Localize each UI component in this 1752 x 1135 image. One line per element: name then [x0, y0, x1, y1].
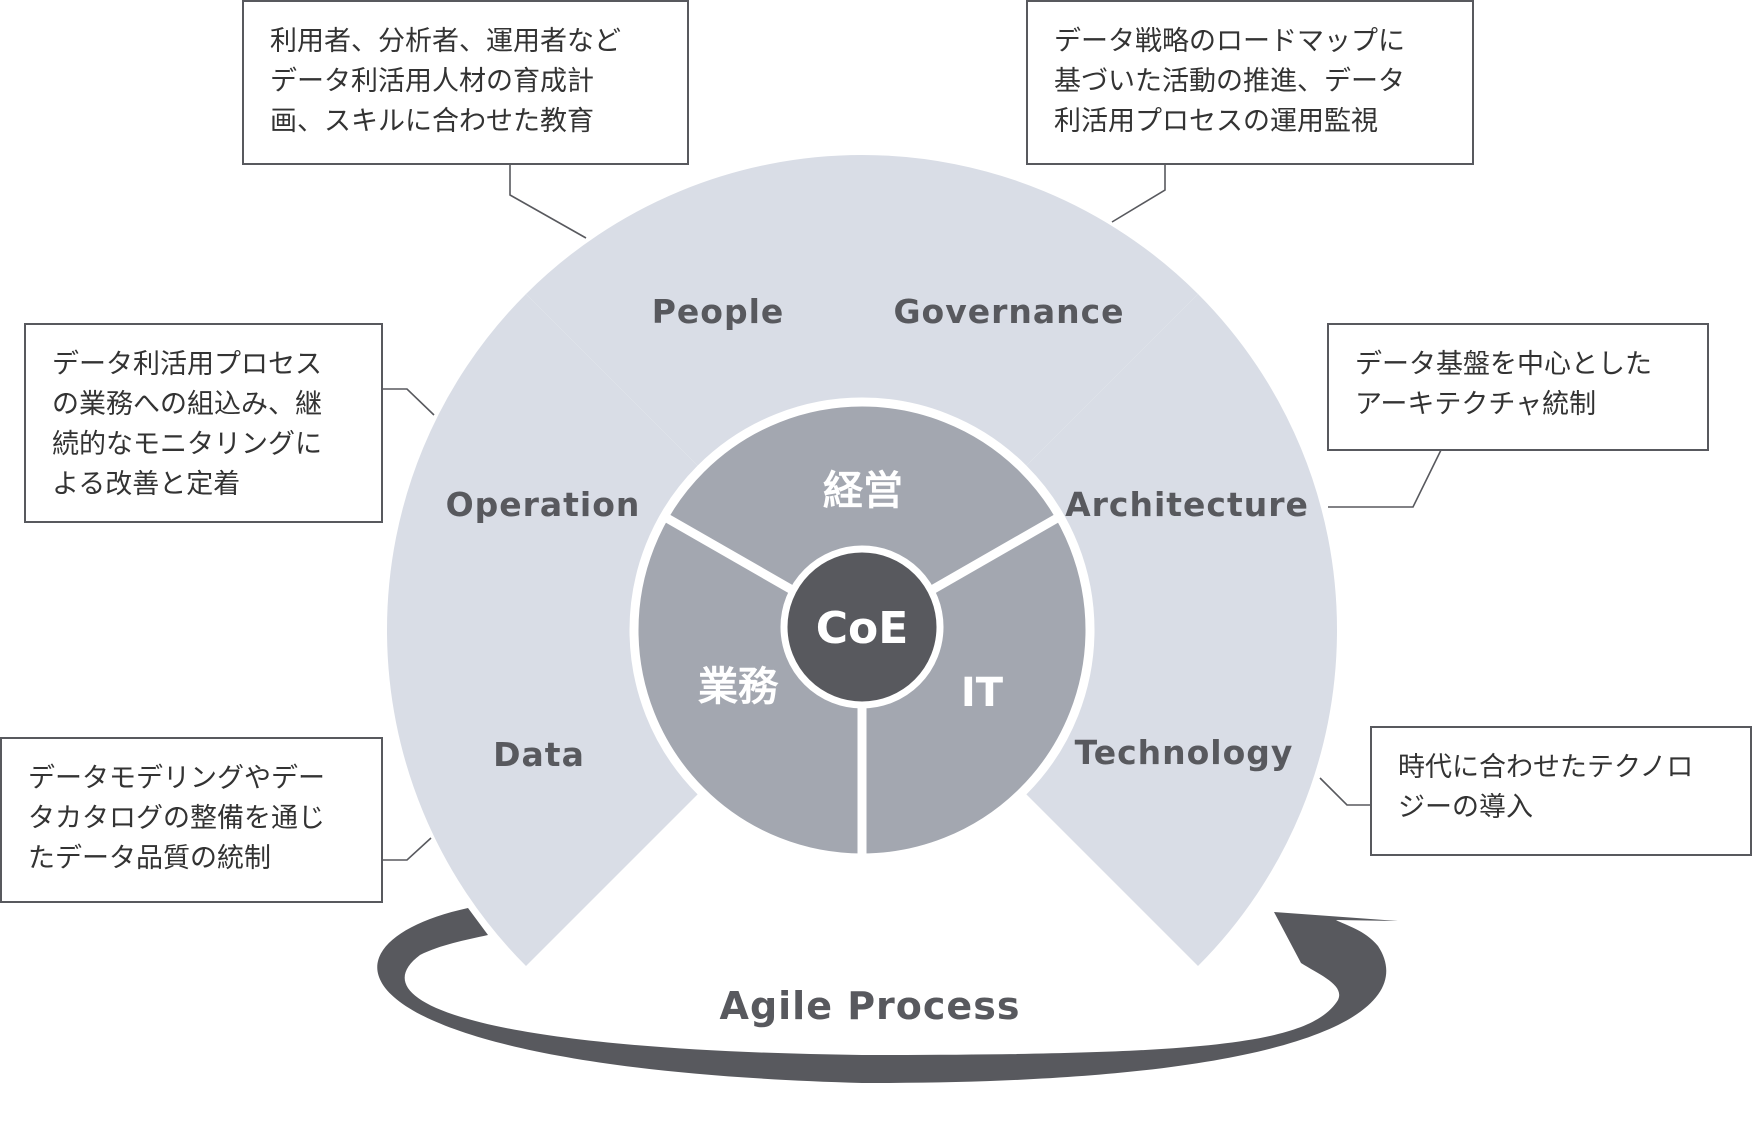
leader-technology [1319, 777, 1371, 806]
label-management: 経営 [823, 468, 903, 514]
segment-data[interactable] [386, 630, 701, 966]
label-architecture: Architecture [1065, 485, 1309, 524]
agile-cycle-arrow [377, 908, 1398, 1084]
label-operation: Operation [446, 485, 641, 524]
leader-governance [1111, 165, 1166, 223]
note-technology: 時代に合わせたテクノロ ジーの導入 [1370, 726, 1752, 856]
label-agile-process: Agile Process [720, 984, 1021, 1028]
label-governance: Governance [893, 292, 1124, 331]
coe-core[interactable] [780, 545, 944, 709]
middle-ring-border [629, 397, 1095, 863]
label-business: 業務 [698, 664, 779, 710]
note-operation: データ利活用プロセス の業務への組込み、継 続的なモニタリングに よる改善と定着 [24, 323, 383, 523]
segment-technology[interactable] [1023, 630, 1337, 966]
label-technology: Technology [1075, 733, 1294, 772]
outer-ring [386, 154, 1337, 966]
note-governance: データ戦略のロードマップに 基づいた活動の推進、データ 利活用プロセスの運用監視 [1026, 0, 1474, 165]
label-people: People [652, 292, 785, 331]
note-data: データモデリングやデー タカタログの整備を通じ たデータ品質の統制 [0, 737, 383, 903]
leader-data [383, 837, 432, 861]
note-people: 利用者、分析者、運用者など データ利活用人材の育成計 画、スキルに合わせた教育 [242, 0, 689, 165]
leader-people [509, 165, 587, 239]
segment-operation[interactable] [386, 294, 701, 630]
label-it: IT [961, 670, 1004, 716]
note-architecture: データ基盤を中心とした アーキテクチャ統制 [1327, 323, 1709, 451]
leader-operation [383, 388, 435, 416]
segment-governance[interactable] [862, 154, 1198, 469]
label-data: Data [493, 735, 585, 774]
leader-lines [383, 165, 1442, 861]
segment-people[interactable] [526, 154, 862, 469]
label-coe: CoE [816, 603, 909, 654]
leader-architecture [1328, 449, 1442, 508]
segment-architecture[interactable] [1023, 294, 1337, 630]
